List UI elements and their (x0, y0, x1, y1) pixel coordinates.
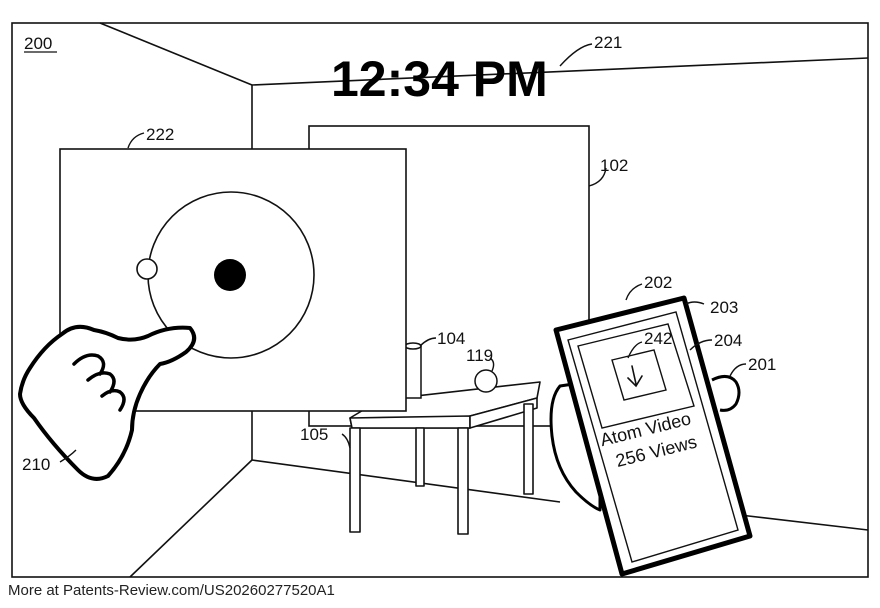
ref-left-hand: 210 (22, 455, 50, 474)
ref-ball: 119 (466, 346, 493, 365)
table (349, 381, 541, 535)
ref-clock: 221 (594, 33, 622, 52)
leader-cup (419, 337, 437, 347)
leader-right-hand (729, 363, 747, 377)
ref-orbit-panel: 222 (146, 125, 174, 144)
leader-wall (588, 167, 607, 187)
figure-number: 200 (24, 34, 52, 53)
leader-orbit-panel (127, 132, 145, 149)
ref-video-thumb: 242 (644, 329, 672, 348)
ref-device: 202 (644, 273, 672, 292)
ref-table: 105 (300, 425, 328, 444)
source-caption: More at Patents-Review.com/US20260277520… (8, 582, 335, 599)
left-hand-fingers (72, 353, 126, 412)
ref-screen: 204 (714, 331, 742, 350)
right-hand-fingers (711, 375, 741, 412)
ref-wall: 102 (600, 156, 628, 175)
figure-frame (11, 22, 869, 578)
video-download-icon (627, 365, 643, 388)
leader-ball (489, 357, 495, 372)
ref-right-hand: 201 (748, 355, 776, 374)
clock-display: 12:34 PM (331, 51, 548, 107)
ref-device-body: 203 (710, 298, 738, 317)
leader-video-thumb (627, 341, 643, 359)
electron (136, 258, 158, 280)
handheld-device (553, 295, 753, 577)
nucleus (214, 259, 246, 291)
left-hand (18, 324, 197, 481)
leader-device (625, 283, 643, 301)
video-thumbnail (611, 349, 667, 401)
leader-table (341, 433, 351, 449)
cup (404, 342, 422, 399)
leader-left-hand (59, 449, 77, 463)
leader-device-body (685, 301, 705, 305)
leader-screen (689, 339, 713, 351)
ball (474, 369, 498, 393)
ref-cup: 104 (437, 329, 465, 348)
leader-clock (559, 43, 593, 67)
